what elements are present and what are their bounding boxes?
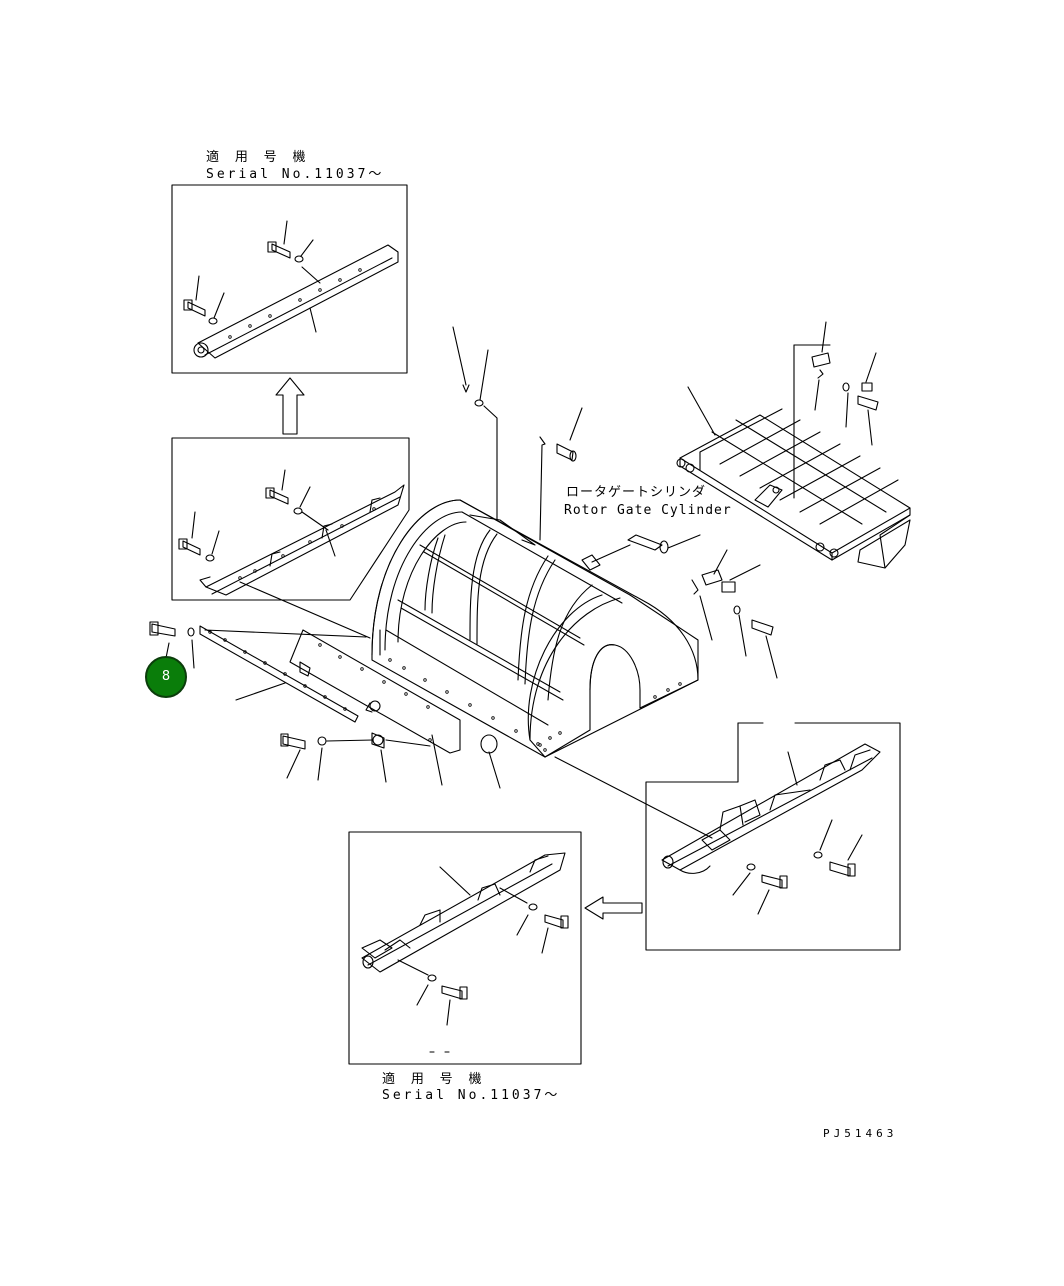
top-inset-caption-serial: Serial No.11037〜	[206, 167, 385, 182]
main-cover	[371, 499, 701, 758]
cylinder-label-jp: ロータゲートシリンダ	[566, 485, 707, 500]
left-plate-assembly	[149, 621, 713, 839]
top-inset-box	[171, 184, 408, 374]
top-inset-caption-jp: 適 用 号 機	[206, 150, 310, 165]
right-frame	[676, 321, 911, 569]
right-middle-parts	[691, 549, 778, 679]
cylinder-label-en: Rotor Gate Cylinder	[564, 503, 732, 518]
bottom-inset-box	[348, 831, 582, 1065]
part-callout-badge[interactable]: 8	[145, 656, 187, 698]
bottom-inset-caption-jp: 適 用 号 機	[382, 1072, 486, 1087]
up-arrow	[275, 377, 305, 435]
left-arrow	[584, 896, 643, 920]
right-inset-box	[645, 722, 901, 951]
bottom-inset-caption-serial: Serial No.11037〜	[382, 1088, 561, 1103]
top-center-parts	[452, 326, 583, 541]
rail-holes	[228, 268, 362, 339]
left-inset-box	[171, 437, 410, 639]
drawing-id: PJ51463	[823, 1127, 898, 1140]
